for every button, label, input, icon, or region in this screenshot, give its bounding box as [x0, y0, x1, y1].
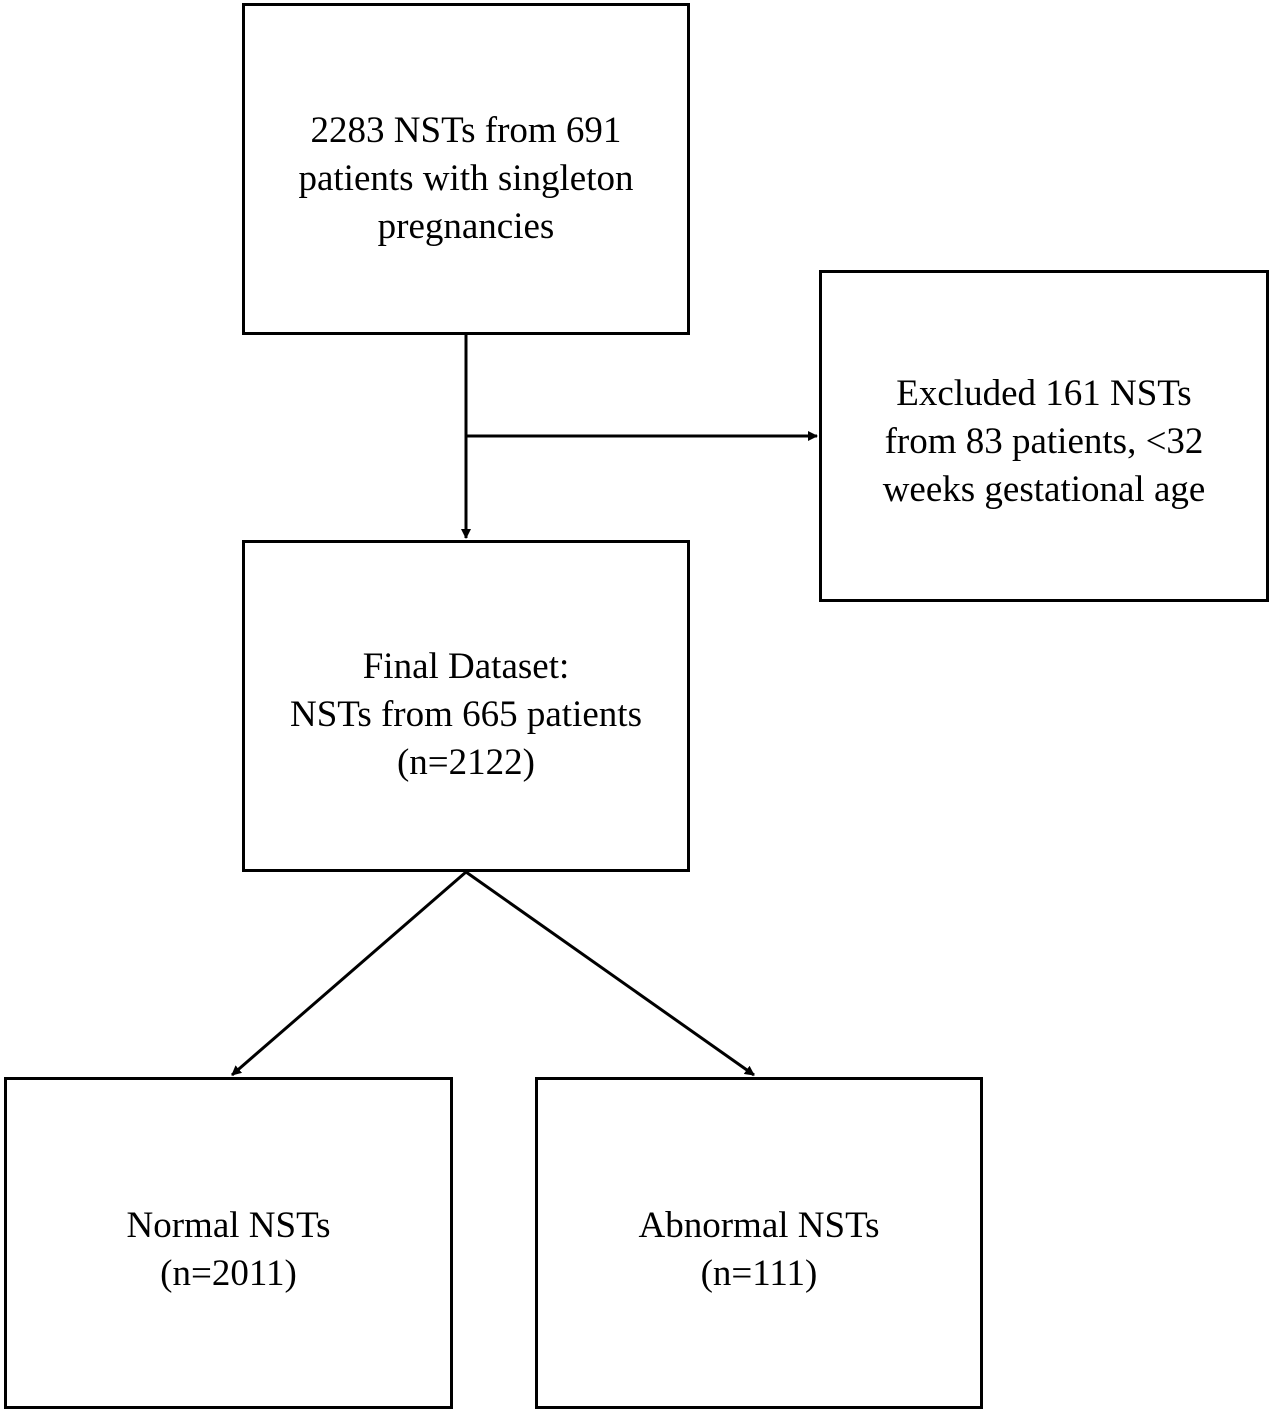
- final-text-line-2: NSTs from 665 patients: [290, 694, 642, 735]
- excluded-text-line-3: weeks gestational age: [882, 469, 1206, 510]
- source-text-line-3: pregnancies: [377, 206, 555, 247]
- source-box: 2283 NSTs from 691 patients with singlet…: [242, 3, 690, 335]
- excluded-text-line-2: from 83 patients, <32: [884, 421, 1204, 462]
- normal-nsts-box: Normal NSTs (n=2011): [4, 1077, 453, 1409]
- final-text-line-3: (n=2122): [396, 742, 535, 783]
- normal-text-line-2: (n=2011): [160, 1253, 297, 1294]
- final-dataset-box: Final Dataset: NSTs from 665 patients (n…: [242, 540, 690, 872]
- excluded-box: Excluded 161 NSTs from 83 patients, <32 …: [819, 270, 1269, 602]
- arrow-final-to-normal: [231, 870, 467, 1077]
- source-text-line-1: 2283 NSTs from 691: [310, 110, 622, 151]
- abnormal-nsts-box: Abnormal NSTs (n=111): [535, 1077, 983, 1409]
- normal-text-line-1: Normal NSTs: [126, 1205, 331, 1246]
- arrow-final-to-abnormal: [465, 870, 755, 1077]
- abnormal-text-line-1: Abnormal NSTs: [638, 1205, 880, 1246]
- source-text-line-2: patients with singleton: [298, 158, 634, 199]
- final-text-line-1: Final Dataset:: [362, 646, 570, 687]
- excluded-text-line-1: Excluded 161 NSTs: [896, 373, 1192, 414]
- abnormal-text-line-2: (n=111): [700, 1253, 818, 1294]
